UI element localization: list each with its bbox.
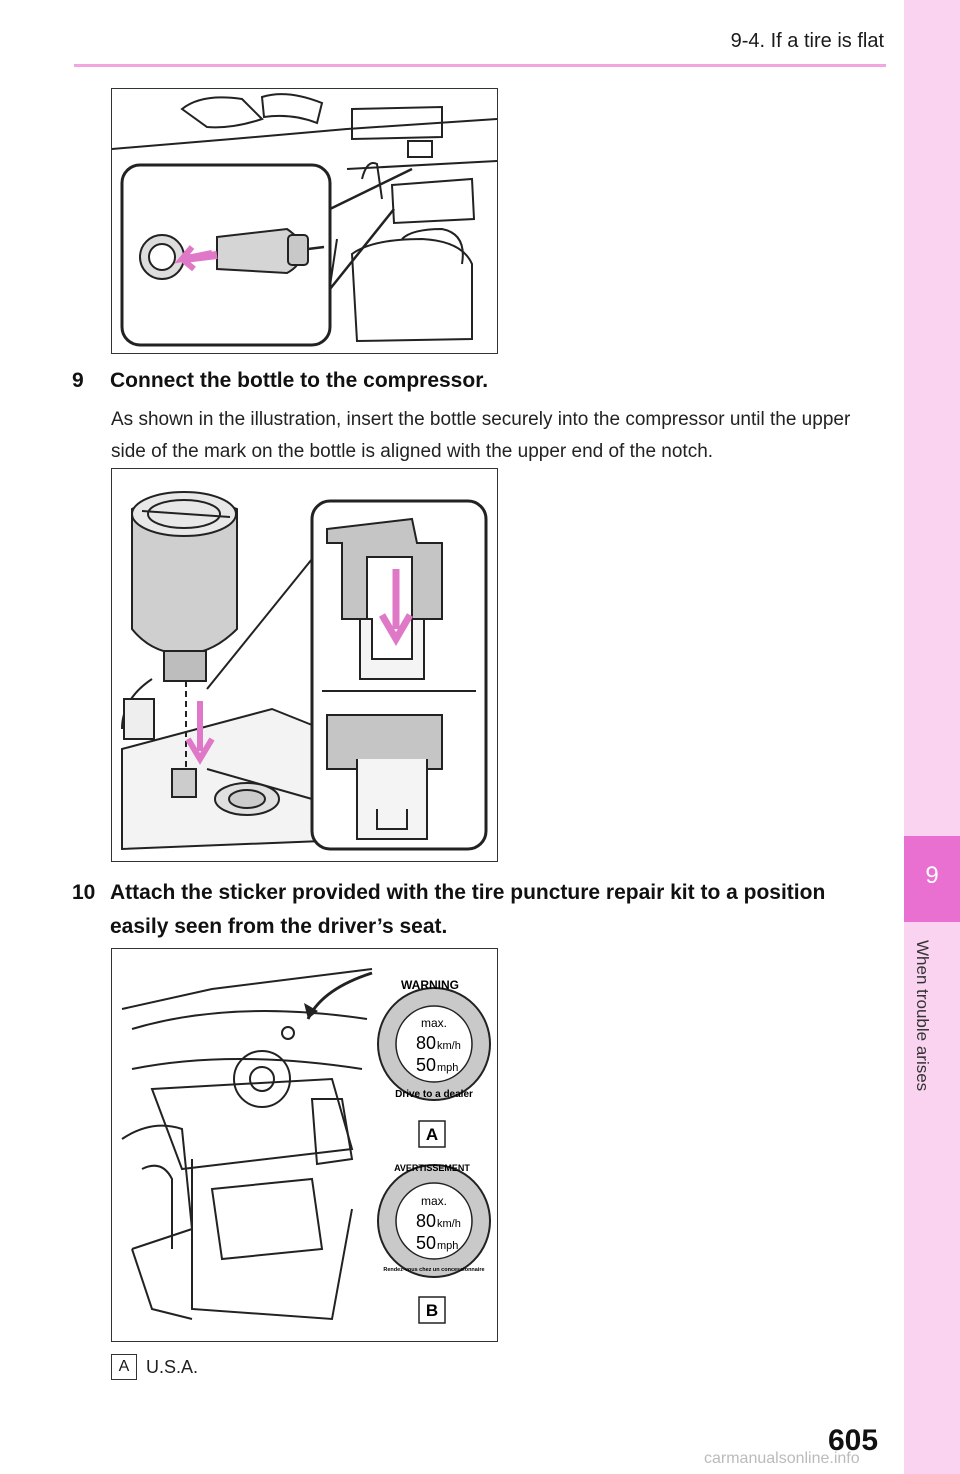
sticker-a-mph-value: 50	[416, 1055, 436, 1075]
bottle-compressor-drawing	[121, 491, 488, 851]
bottle-compressor-illustration	[111, 468, 498, 862]
step-number: 10	[72, 881, 96, 904]
step-title-text: Attach the sticker provided with the tir…	[110, 881, 826, 938]
power-outlet-drawing	[112, 93, 497, 347]
caption-text: U.S.A.	[146, 1357, 199, 1377]
page-number: 605	[828, 1424, 879, 1457]
chapter-side-tab	[904, 0, 960, 1474]
sticker-b-kmh-value: 80	[416, 1211, 436, 1231]
sticker-a-warning: WARNING	[401, 978, 459, 992]
sticker-a-max: max.	[421, 1016, 447, 1030]
sticker-b-label: B	[426, 1301, 438, 1320]
chapter-label: When trouble arises	[913, 940, 932, 1092]
sticker-a-mph-unit: mph	[437, 1062, 458, 1074]
sticker-placement-illustration: WARNING max. 80 km/h 50 mph Drive to a d…	[111, 948, 498, 1342]
power-outlet-illustration	[111, 88, 498, 354]
caption-label-box: A	[111, 1354, 137, 1380]
section-title: 9-4. If a tire is flat	[730, 30, 884, 52]
chapter-number-block	[904, 836, 960, 922]
sticker-b-mph-unit: mph	[437, 1240, 458, 1252]
sticker-placement-drawing: WARNING max. 80 km/h 50 mph Drive to a d…	[121, 968, 491, 1324]
step-number: 9	[72, 369, 84, 392]
sticker-a-bottom-text: Drive to a dealer	[395, 1089, 473, 1100]
sticker-b-bottom-text: Rendez-vous chez un concessionnaire	[383, 1267, 484, 1273]
step-title-text: Connect the bottle to the compressor.	[110, 369, 489, 392]
step-9-body: As shown in the illustration, insert the…	[111, 409, 851, 462]
sticker-b-kmh-unit: km/h	[437, 1218, 461, 1230]
step-9-title: 9 Connect the bottle to the compressor.	[72, 364, 488, 398]
sticker-a-kmh-unit: km/h	[437, 1040, 461, 1052]
chapter-number: 9	[925, 862, 939, 889]
sticker-b-max: max.	[421, 1194, 447, 1208]
step-10-title: 10 Attach the sticker provided with the t…	[72, 876, 870, 944]
sticker-b-warning: AVERTISSEMENT	[394, 1163, 470, 1173]
sticker-a-kmh-value: 80	[416, 1033, 436, 1053]
watermark: carmanualsonline.info	[704, 1450, 860, 1467]
sticker-a-label: A	[426, 1125, 438, 1144]
header-divider	[74, 64, 886, 67]
sticker-b-mph-value: 50	[416, 1233, 436, 1253]
